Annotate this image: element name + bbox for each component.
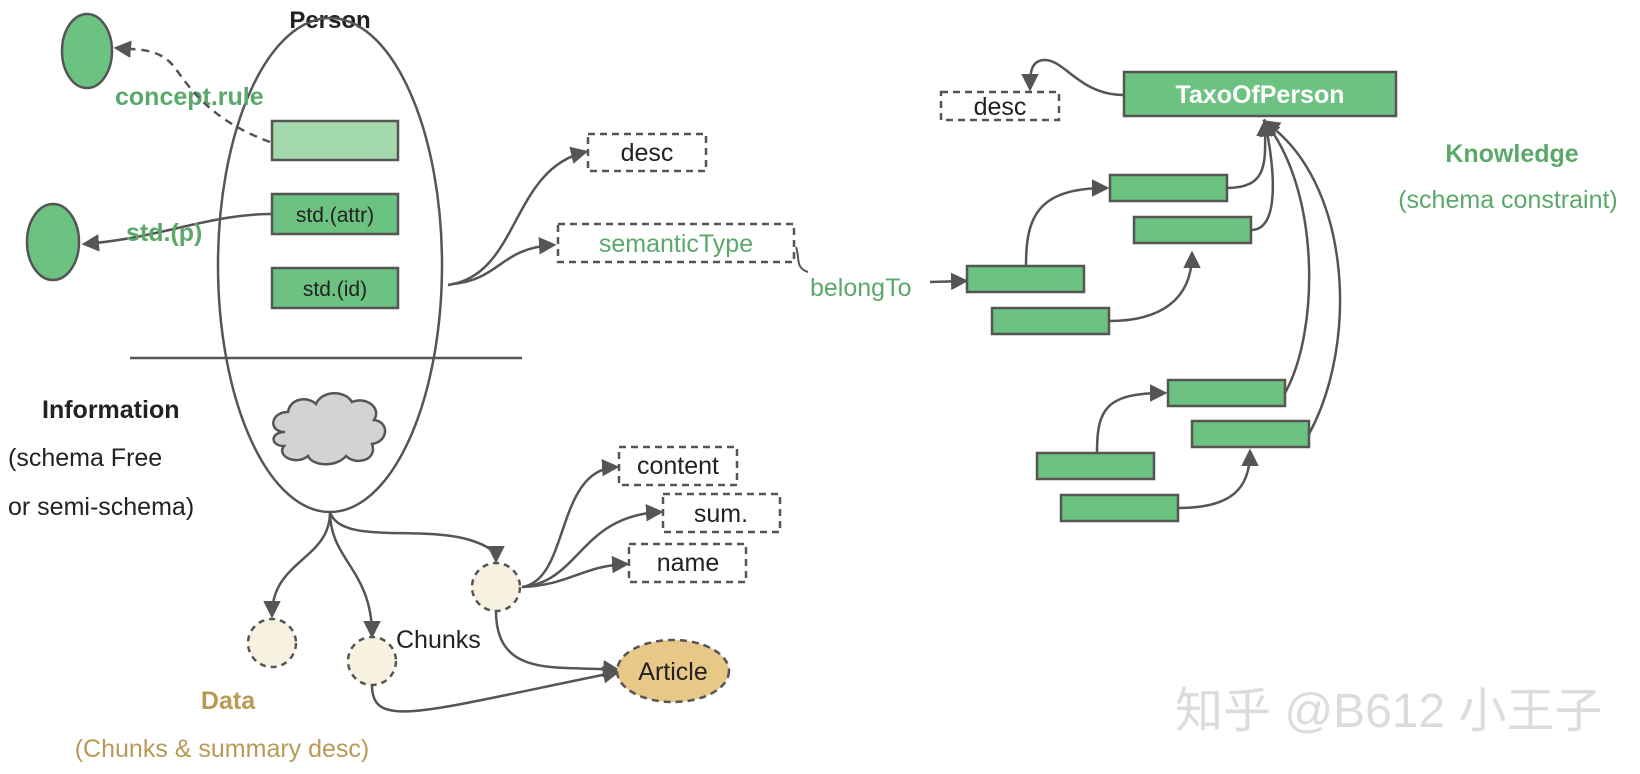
- branch-summary: [328, 511, 505, 564]
- knowledge-subtitle: (schema constraint): [1398, 186, 1618, 214]
- watermark-text: 知乎 @B612 小王子: [1175, 685, 1603, 738]
- std-p-label: std.(p): [126, 219, 202, 247]
- semantic-type-box: [556, 222, 796, 264]
- summary-node: [470, 561, 522, 613]
- taxo-node: [1132, 215, 1253, 245]
- taxo-node: [1108, 173, 1229, 203]
- person-title: Person: [289, 7, 370, 34]
- data-node: [246, 617, 298, 669]
- content-box: [617, 445, 739, 487]
- arrow-content: [521, 458, 620, 589]
- branch-data: [263, 511, 332, 619]
- information-subtitle-line1: (schema Free: [8, 444, 162, 472]
- taxo-edge: [1226, 118, 1274, 190]
- sum-box: [661, 492, 782, 534]
- desc-box: [586, 132, 708, 173]
- taxo-node: [990, 306, 1111, 336]
- taxo-desc-label: desc: [974, 93, 1027, 121]
- arrow-name: [521, 555, 630, 589]
- concept-node: [60, 12, 114, 90]
- cloud-icon: [272, 392, 387, 466]
- name-label: name: [657, 549, 720, 577]
- std-p-node: [25, 202, 81, 282]
- std-id-box: [270, 266, 400, 310]
- branch-chunks: [328, 511, 381, 639]
- concept-rule-arrow: [113, 40, 271, 144]
- taxo-desc-box: [939, 90, 1061, 122]
- taxo-node: [1035, 451, 1156, 481]
- belong-to-label: belongTo: [810, 274, 911, 302]
- concept-rule-box: [270, 119, 400, 162]
- taxo-edge: [1177, 448, 1259, 510]
- taxo-edge: [1108, 250, 1201, 323]
- taxo-node: [1059, 493, 1180, 523]
- taxo-edge: [1262, 119, 1311, 394]
- belong-to-arrow: [929, 272, 969, 291]
- belong-to-curve: [795, 246, 809, 273]
- taxo-edge: [1262, 120, 1342, 435]
- taxo-node: [965, 264, 1086, 294]
- taxo-edge: [1024, 179, 1110, 267]
- chunks-label: Chunks: [396, 626, 481, 654]
- information-subtitle-line2: or semi-schema): [8, 493, 194, 521]
- taxo-box: [1122, 70, 1398, 118]
- chunks-node: [346, 635, 398, 687]
- arrow-chunks-article: [370, 666, 621, 713]
- arrow-summary-article: [494, 610, 621, 678]
- information-title: Information: [42, 396, 180, 424]
- article-node: [615, 638, 731, 704]
- std-attr-box: [270, 192, 400, 236]
- std-p-arrow: [81, 212, 273, 252]
- taxo-node: [1166, 378, 1287, 408]
- std-id-label: std.(id): [303, 278, 367, 301]
- taxo-desc-arrow: [1021, 58, 1125, 97]
- data-title: Data: [201, 687, 256, 715]
- std-attr-label: std.(attr): [296, 204, 374, 227]
- sum-label: sum.: [694, 500, 748, 528]
- content-label: content: [637, 452, 719, 480]
- semantic-type-label: semanticType: [599, 230, 753, 258]
- semantic-type-arrow: [451, 237, 557, 286]
- taxo-edge: [1250, 118, 1277, 232]
- desc-arrow: [447, 146, 589, 287]
- article-label: Article: [638, 658, 707, 686]
- taxo-label: TaxoOfPerson: [1175, 81, 1344, 109]
- name-box: [627, 542, 748, 584]
- taxo-node: [1190, 419, 1311, 449]
- arrow-sum: [521, 503, 664, 589]
- knowledge-title: Knowledge: [1445, 140, 1578, 168]
- data-subtitle: (Chunks & summary desc): [75, 735, 370, 763]
- taxo-edge: [1095, 384, 1168, 454]
- desc-label: desc: [621, 139, 674, 167]
